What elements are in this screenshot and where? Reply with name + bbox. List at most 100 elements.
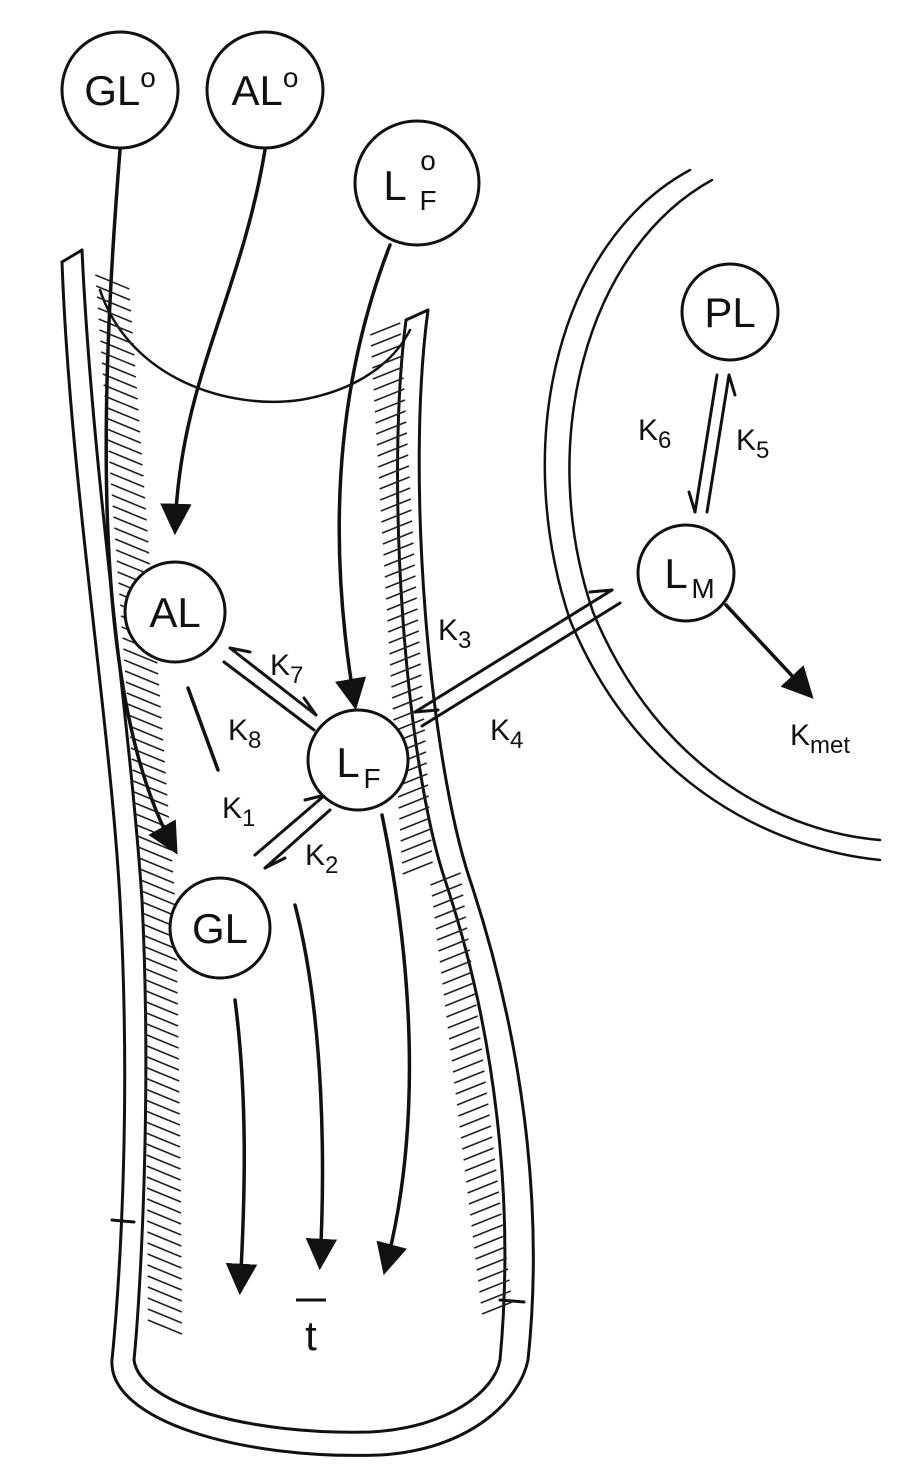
hatch-line: [146, 1122, 180, 1136]
hatch-line: [392, 686, 422, 698]
hatch-line: [145, 1045, 179, 1059]
hatch-line: [145, 1067, 179, 1081]
hatch-line: [147, 1188, 181, 1202]
hatch-line: [442, 972, 472, 984]
hatch-line: [477, 1258, 507, 1270]
hatch-line: [370, 323, 400, 335]
hatch-line: [146, 1089, 180, 1103]
hatch-line: [470, 1203, 500, 1215]
hatch-line: [376, 411, 406, 423]
hatch-line: [453, 1060, 483, 1072]
svg-text:AL: AL: [149, 589, 200, 636]
hatch-line: [402, 851, 432, 863]
hatch-line: [472, 1214, 502, 1226]
hatch-line: [144, 1023, 178, 1037]
svg-text:o: o: [420, 145, 436, 176]
hatch-line: [464, 1148, 494, 1160]
hatch-line: [147, 1166, 181, 1180]
hatch-line: [148, 1298, 182, 1312]
node-al0: ALo: [207, 32, 323, 148]
hatch-line: [145, 1056, 179, 1070]
hatch-line: [148, 1287, 182, 1301]
hatch-line: [440, 950, 470, 962]
rate-kmet: Kmet: [790, 719, 850, 759]
hatch-line: [144, 1001, 178, 1015]
hatch-line: [147, 1232, 181, 1246]
hatch-line: [473, 1225, 503, 1237]
hatch-line: [448, 1016, 478, 1028]
svg-text:F: F: [363, 763, 380, 794]
hatching-left: [95, 275, 182, 1334]
node-lm: L M: [638, 525, 734, 621]
hatch-line: [445, 994, 475, 1006]
hatching-right: [370, 323, 512, 1314]
hatch-line: [143, 957, 177, 971]
rate-k1: K1: [222, 792, 255, 832]
node-pl: PL: [682, 264, 778, 360]
hatch-line: [148, 1309, 182, 1323]
svg-text:L: L: [383, 162, 406, 209]
hatch-line: [376, 422, 406, 434]
hatch-line: [475, 1247, 505, 1259]
rate-k6: K6: [638, 414, 671, 454]
hatch-line: [380, 488, 410, 500]
hatch-line: [148, 1265, 182, 1279]
hatch-line: [474, 1236, 504, 1248]
hatch-line: [381, 499, 411, 511]
hatch-line: [444, 983, 474, 995]
hatch-line: [482, 1302, 512, 1314]
hatch-line: [377, 433, 407, 445]
hatch-line: [450, 1038, 480, 1050]
svg-text:L: L: [336, 739, 359, 786]
hatch-line: [148, 1320, 182, 1334]
hatch-line: [466, 1170, 496, 1182]
hatch-line: [461, 1126, 491, 1138]
hatch-line: [147, 1177, 181, 1191]
hatch-line: [372, 356, 402, 368]
hatch-line: [441, 961, 471, 973]
svg-text:L: L: [664, 550, 687, 597]
hatch-line: [378, 455, 408, 467]
hatch-line: [436, 917, 466, 929]
hatch-line: [468, 1181, 498, 1193]
hatch-line: [378, 444, 408, 456]
hatch-line: [144, 1012, 178, 1026]
hatch-line: [433, 895, 463, 907]
hatch-line: [458, 1104, 488, 1116]
hatch-line: [148, 1254, 182, 1268]
hatch-line: [146, 1111, 180, 1125]
node-gl: GL: [170, 878, 270, 978]
rate-k8: K8: [228, 714, 261, 754]
mean-transit-time-label: t: [296, 1300, 326, 1359]
hatch-line: [457, 1093, 487, 1105]
hatch-line: [469, 1192, 499, 1204]
hatch-line: [145, 1034, 179, 1048]
rate-k5: K5: [736, 424, 769, 464]
hatch-line: [393, 697, 423, 709]
hatch-line: [380, 477, 410, 489]
node-al: AL: [125, 562, 225, 662]
rate-k4: K4: [490, 714, 523, 754]
hatch-line: [147, 1199, 181, 1213]
svg-text:t: t: [305, 1312, 317, 1359]
hatch-line: [456, 1082, 486, 1094]
node-gl0: GLo: [62, 32, 178, 148]
hatch-line: [379, 466, 409, 478]
hatch-line: [401, 840, 431, 852]
hatch-line: [371, 334, 401, 346]
node-lf0: L o F: [355, 121, 479, 245]
rate-k2: K2: [305, 839, 338, 879]
hatch-line: [143, 968, 177, 982]
hatch-line: [401, 829, 431, 841]
hatch-line: [435, 906, 465, 918]
hatch-line: [146, 1133, 180, 1147]
hatch-line: [452, 1049, 482, 1061]
svg-text:PL: PL: [704, 289, 755, 336]
hatch-line: [465, 1159, 495, 1171]
hatch-line: [460, 1115, 490, 1127]
hatch-line: [446, 1005, 476, 1017]
hatch-line: [462, 1137, 492, 1149]
capillary-wall: [62, 250, 533, 1455]
svg-text:M: M: [691, 573, 714, 604]
